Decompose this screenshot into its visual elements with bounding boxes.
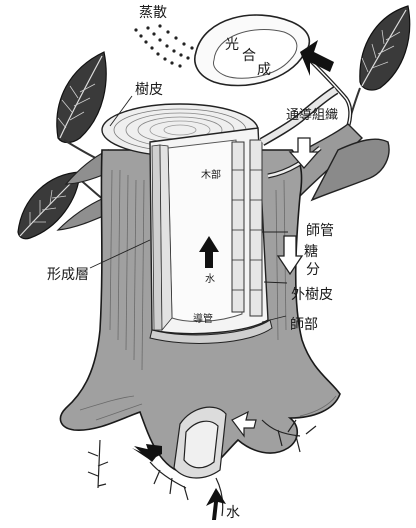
conducting-tissue-tube [259, 86, 339, 179]
water-inner-label: 水 [205, 274, 215, 285]
photosynthesis-char-3: 成 [257, 62, 271, 78]
sieve-tube-label: 師管 [306, 223, 334, 239]
conducting-tissue-label: 通導組織 [286, 108, 339, 123]
sugar-char-2: 分 [306, 262, 320, 278]
trunk-cutaway [149, 127, 273, 344]
phloem-label: 師部 [290, 317, 318, 333]
xylem-label: 木部 [201, 170, 221, 181]
cambium-label: 形成層 [47, 267, 89, 283]
roots [87, 406, 317, 517]
conducting-down-arrow [288, 137, 320, 169]
photosynthesis-char-2: 合 [242, 48, 256, 64]
root-hollow-arrow [231, 410, 257, 438]
photosynthesis-leaf [194, 14, 353, 133]
to-leaf-arrow [300, 40, 334, 76]
photosynthesis-char-1: 光 [225, 37, 239, 53]
evaporation-dots [134, 24, 194, 68]
leaf-right-top [345, 5, 411, 133]
root-in-arrow-left [132, 444, 162, 462]
evaporation-label: 蒸散 [139, 5, 167, 21]
leaf-left-top [56, 51, 107, 163]
sugar-down-arrow [276, 235, 304, 276]
sugar-char-1: 糖 [304, 244, 318, 260]
water-up-arrow [199, 236, 219, 268]
leader-lines [89, 95, 288, 323]
bark-label: 樹皮 [135, 82, 163, 98]
water-bottom-label: 水 [226, 505, 240, 521]
outer-bark-label: 外樹皮 [291, 287, 333, 303]
vessel-label: 導管 [193, 314, 213, 325]
root-up-arrow [206, 488, 226, 520]
